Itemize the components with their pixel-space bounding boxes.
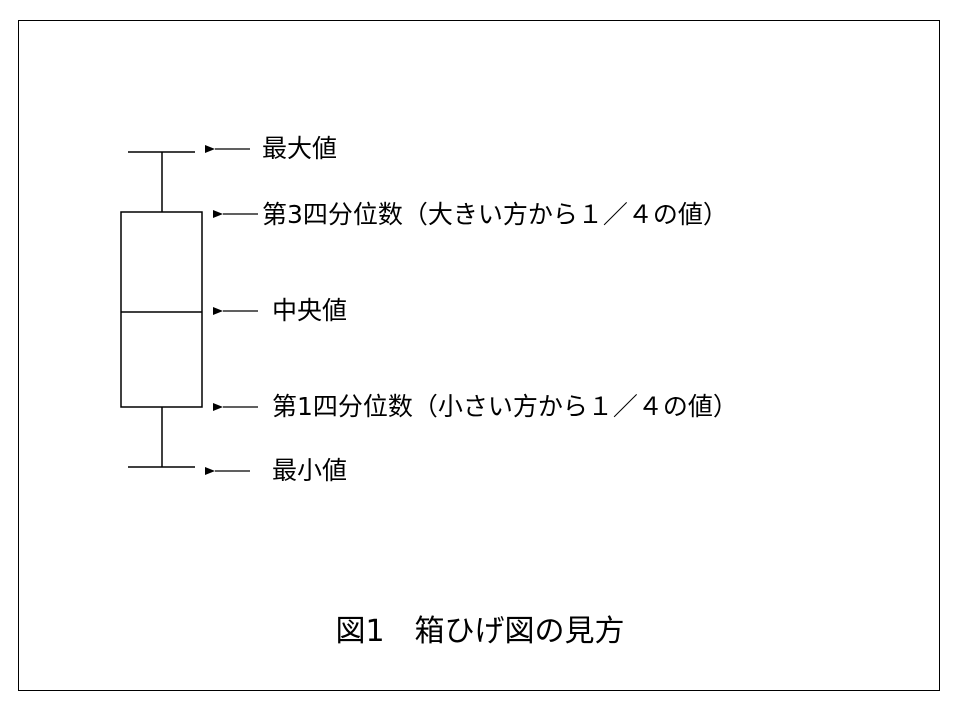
label-maximum: 最大値 — [262, 134, 338, 163]
quartile-box — [120, 211, 203, 408]
label-third-quartile: 第3四分位数（大きい方から１／４の値） — [262, 200, 728, 229]
figure-caption: 図1 箱ひげ図の見方 — [335, 614, 625, 649]
label-median: 中央値 — [272, 296, 348, 325]
slide-frame — [18, 20, 940, 691]
label-first-quartile: 第1四分位数（小さい方から１／４の値） — [272, 392, 738, 421]
label-minimum: 最小値 — [272, 456, 348, 485]
